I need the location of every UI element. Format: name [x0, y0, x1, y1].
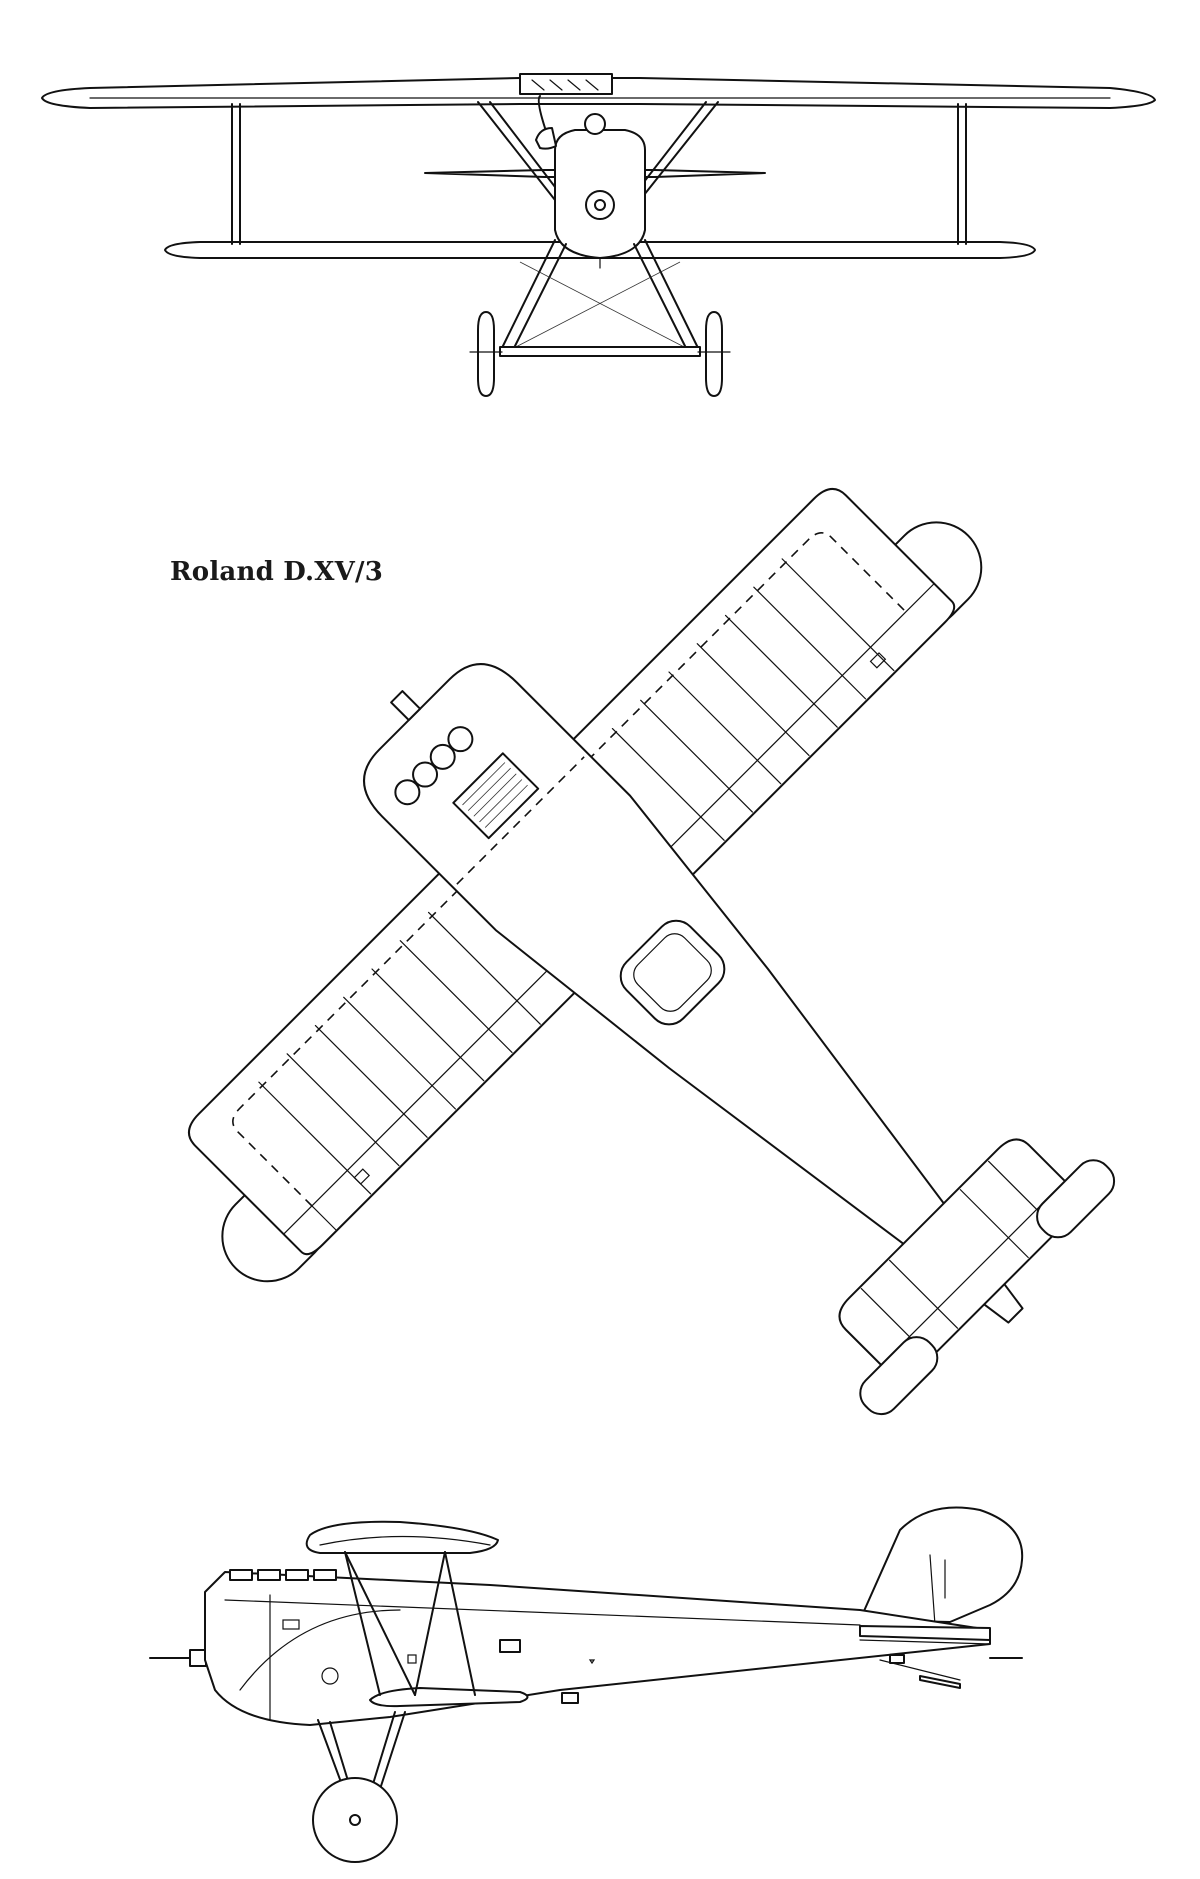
side-lower-wing	[369, 1687, 529, 1708]
plan-view-biplane-drawing	[188, 488, 1116, 1416]
side-spinner	[149, 1649, 1023, 1667]
front-fuselage	[554, 129, 646, 269]
front-view-biplane-drawing	[41, 73, 1156, 397]
aircraft-title: Roland D.XV/3	[170, 557, 384, 587]
plan-tailplane	[838, 1138, 1116, 1416]
side-interplane-struts	[344, 1551, 476, 1696]
side-tailplane	[859, 1625, 991, 1689]
plan-fuselage	[363, 663, 1024, 1324]
plan-wings-group	[188, 488, 1116, 1416]
front-wheels	[469, 311, 731, 397]
side-cylinder-heads	[229, 1569, 337, 1581]
plan-engine	[390, 690, 540, 840]
front-machine-guns	[519, 73, 613, 150]
side-upper-wing	[305, 1520, 499, 1554]
front-interplane-struts	[231, 103, 967, 245]
side-wheel	[312, 1777, 398, 1863]
side-rudder	[859, 1506, 1024, 1626]
